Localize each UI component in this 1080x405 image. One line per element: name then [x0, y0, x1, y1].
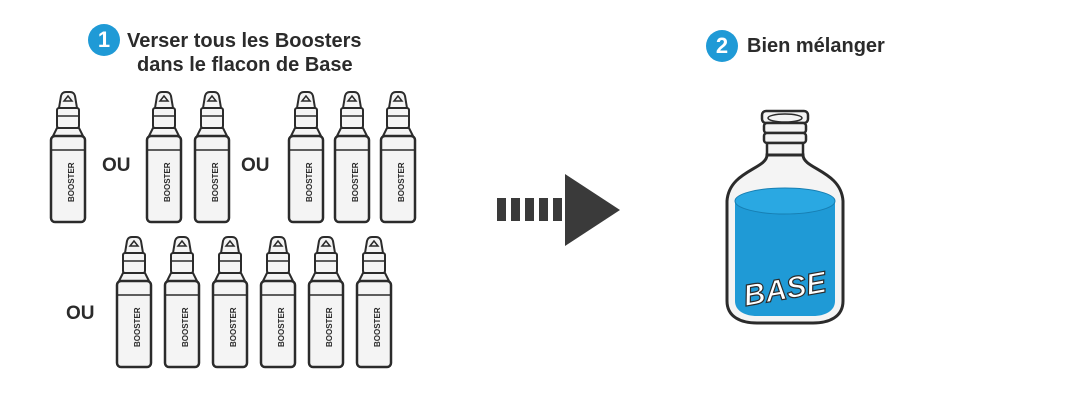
booster-label: BOOSTER: [305, 162, 314, 202]
booster-label: BOOSTER: [211, 162, 220, 202]
booster-bottle: BOOSTER: [357, 237, 391, 367]
booster-label: BOOSTER: [229, 307, 238, 347]
booster-label: BOOSTER: [133, 307, 142, 347]
booster-bottle: BOOSTER: [51, 92, 85, 222]
booster-bottle: BOOSTER: [261, 237, 295, 367]
booster-bottle: BOOSTER: [195, 92, 229, 222]
booster-bottle: BOOSTER: [213, 237, 247, 367]
right-arrow-icon: [490, 170, 630, 260]
booster-label: BOOSTER: [397, 162, 406, 202]
booster-bottle: BOOSTER: [165, 237, 199, 367]
base-bottle-neck: [762, 111, 808, 155]
booster-bottle: BOOSTER: [309, 237, 343, 367]
booster-label: BOOSTER: [351, 162, 360, 202]
booster-bottle: BOOSTER: [335, 92, 369, 222]
booster-label: BOOSTER: [67, 162, 76, 202]
booster-bottle: BOOSTER: [289, 92, 323, 222]
base-bottle: BASE: [705, 105, 865, 335]
booster-bottle: BOOSTER: [117, 237, 151, 367]
booster-label: BOOSTER: [181, 307, 190, 347]
booster-bottle: BOOSTER: [381, 92, 415, 222]
booster-label: BOOSTER: [277, 307, 286, 347]
booster-label: BOOSTER: [373, 307, 382, 347]
booster-label: BOOSTER: [163, 162, 172, 202]
booster-bottle: BOOSTER: [147, 92, 181, 222]
booster-label: BOOSTER: [325, 307, 334, 347]
